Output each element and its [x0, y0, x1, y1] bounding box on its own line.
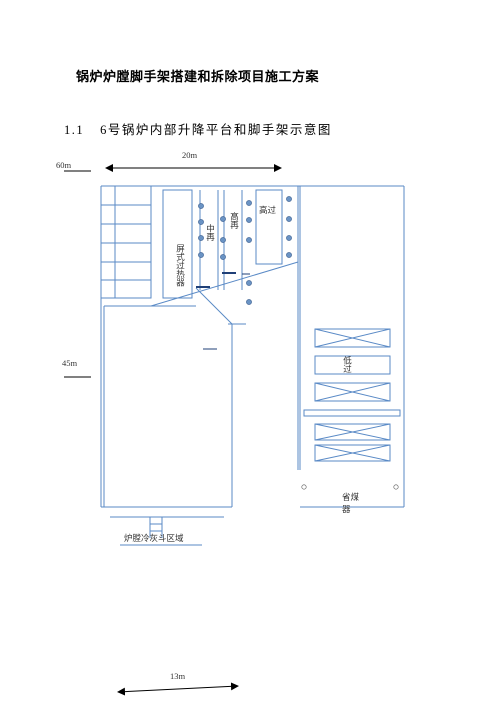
economizer-label: 省煤器 [342, 492, 360, 514]
document-title: 锅炉炉膛脚手架搭建和拆除项目施工方案 [76, 69, 320, 84]
cold-ash-hopper-label: 炉膛冷灰斗区域 [124, 533, 184, 543]
mid-reheater-label: 中再 [205, 224, 216, 241]
dimension-bottom-label: 13m [170, 671, 186, 681]
furnace-nose-slope [150, 261, 299, 307]
section-title: 6号锅炉内部升降平台和脚手架示意图 [100, 123, 332, 137]
section-number: 1.1 [64, 123, 85, 137]
hoist-points [198, 196, 292, 305]
economizer-outlet-circle [393, 484, 399, 490]
nose-diagonal [195, 287, 233, 325]
ladder [149, 517, 163, 538]
bottom-dimension-arrow [117, 682, 239, 696]
low-superheater-label: 低过 [342, 356, 353, 373]
section-heading: 1.1 6号锅炉内部升降平台和脚手架示意图 [64, 119, 332, 138]
low-superheater-bank [314, 328, 391, 402]
economizer-inlet-circle [301, 484, 307, 490]
high-superheater-box [255, 189, 283, 265]
high-reheater-label: 高再 [229, 212, 240, 229]
economizer-bank [314, 423, 391, 462]
dimension-top-label: 20m [182, 150, 198, 160]
rear-flue-band [303, 409, 401, 417]
elevation-45m-label: 45m [62, 358, 78, 368]
high-superheater-label: 高过 [259, 205, 277, 215]
panel-superheater-label: 屏式过热器 [175, 244, 186, 287]
elevation-60m-label: 60m [56, 160, 72, 170]
left-scaffold-grid [101, 185, 152, 299]
